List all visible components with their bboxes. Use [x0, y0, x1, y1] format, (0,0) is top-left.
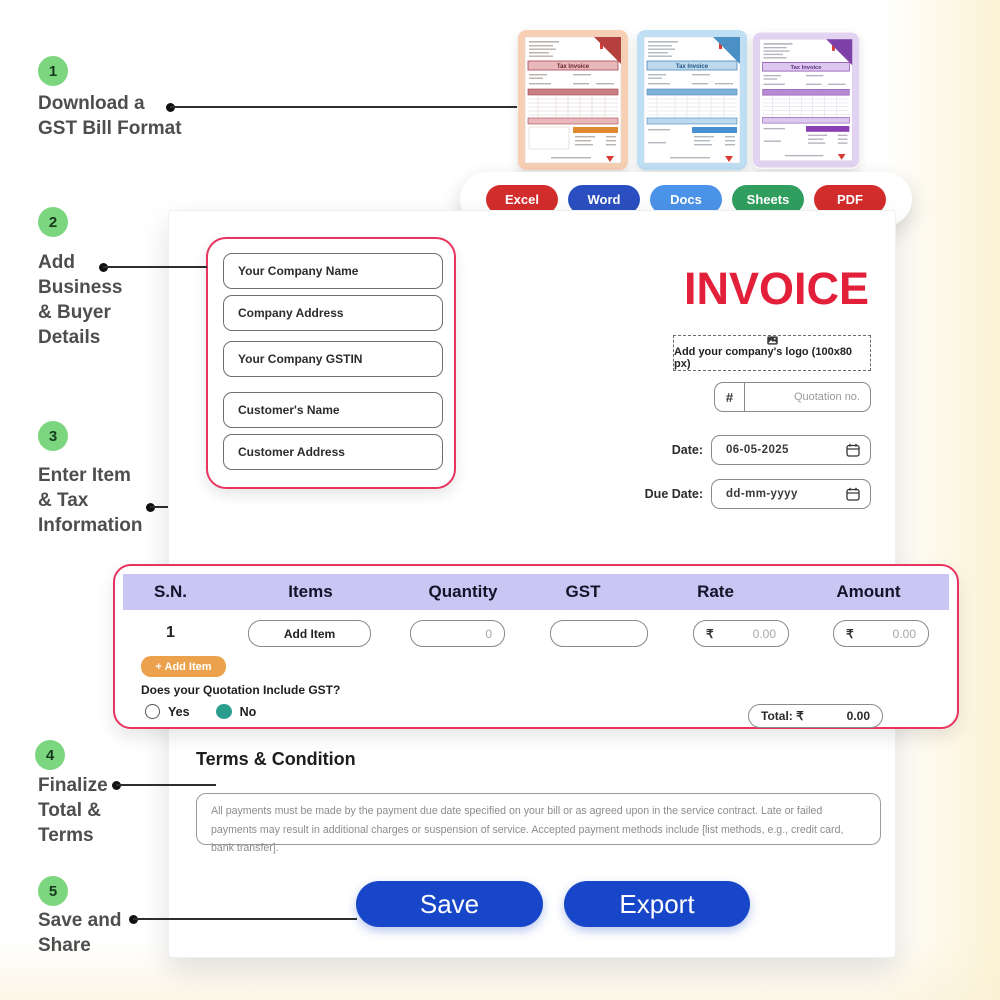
quotation-placeholder: Quotation no.: [793, 391, 860, 403]
gst-radio-group: Yes No: [145, 704, 274, 719]
rupee-icon: ₹: [706, 626, 714, 641]
docs-button[interactable]: Docs: [650, 184, 722, 214]
step-4-label: Finalize Total & Terms: [38, 775, 108, 847]
export-button[interactable]: Export: [564, 881, 750, 927]
hash-icon: #: [715, 383, 745, 411]
gst-input[interactable]: [550, 620, 648, 647]
gst-question-label: Does your Quotation Include GST?: [141, 683, 341, 697]
item-name-input[interactable]: Add Item: [248, 620, 371, 647]
svg-text:Tax Invoice: Tax Invoice: [557, 64, 590, 70]
customer-name-field[interactable]: Customer's Name: [223, 392, 443, 428]
connector-line-2: [103, 266, 207, 268]
amount-input[interactable]: ₹ 0.00: [833, 620, 929, 647]
sheets-button[interactable]: Sheets: [732, 184, 804, 214]
step-3-badge: 3: [38, 421, 68, 451]
logo-upload-label: Add your company's logo (100x80 px): [674, 346, 853, 370]
svg-text:Tax Invoice: Tax Invoice: [791, 65, 823, 71]
date-value: 06-05-2025: [726, 444, 789, 456]
rupee-icon: ₹: [796, 709, 804, 723]
column-sn: S.N.: [153, 582, 188, 601]
radio-no-label[interactable]: No: [239, 704, 257, 719]
column-items: Items: [288, 582, 333, 601]
invoice-form-card: Your Company Name Company Address Your C…: [113, 210, 959, 958]
connector-line-4: [116, 784, 216, 786]
company-address-field[interactable]: Company Address: [223, 295, 443, 331]
quantity-input[interactable]: 0: [410, 620, 505, 647]
total-label: Total:: [761, 709, 793, 723]
column-quantity: Quantity: [428, 582, 498, 601]
company-name-field[interactable]: Your Company Name: [223, 253, 443, 289]
total-box: Total: ₹ 0.00: [748, 704, 883, 728]
step-3-label: Enter Item & Tax Information: [38, 465, 143, 537]
terms-heading: Terms & Condition: [196, 749, 356, 769]
radio-yes[interactable]: [145, 704, 160, 719]
items-table-panel: S.N. Items Quantity GST Rate Amount 1 Ad…: [113, 564, 959, 729]
rupee-icon: ₹: [846, 626, 854, 641]
background-tint-right: [880, 0, 1000, 1000]
date-input[interactable]: 06-05-2025: [711, 435, 871, 465]
radio-no[interactable]: [215, 704, 232, 719]
calendar-icon[interactable]: [846, 487, 860, 501]
due-date-label: Due Date:: [644, 487, 703, 501]
row-serial-number: 1: [166, 624, 175, 641]
save-button[interactable]: Save: [356, 881, 543, 927]
customer-address-field[interactable]: Customer Address: [223, 434, 443, 470]
word-button[interactable]: Word: [568, 184, 640, 214]
svg-text:Tax Invoice: Tax Invoice: [676, 64, 709, 70]
step-1-label: Download a GST Bill Format: [38, 93, 182, 140]
due-date-input[interactable]: dd-mm-yyyy: [711, 479, 871, 509]
connector-line-5: [133, 918, 357, 920]
step-5-badge: 5: [38, 876, 68, 906]
due-date-value: dd-mm-yyyy: [726, 488, 798, 500]
step-2-label: Add Business & Buyer Details: [38, 252, 123, 349]
pdf-button[interactable]: PDF: [814, 184, 886, 214]
column-rate: Rate: [697, 582, 734, 601]
total-value: 0.00: [846, 709, 870, 723]
quotation-number-input[interactable]: # Quotation no.: [714, 382, 871, 412]
column-gst: GST: [565, 582, 601, 601]
template-thumbnail-red[interactable]: Tax Invoice: [518, 30, 628, 170]
add-item-button[interactable]: + Add Item: [141, 656, 226, 677]
logo-upload-box[interactable]: Add your company's logo (100x80 px): [673, 335, 871, 371]
connector-line-1: [170, 106, 517, 108]
company-gstin-field[interactable]: Your Company GSTIN: [223, 341, 443, 377]
step-1-badge: 1: [38, 56, 68, 86]
image-icon: [766, 336, 778, 345]
calendar-icon[interactable]: [846, 443, 860, 457]
rate-input[interactable]: ₹ 0.00: [693, 620, 789, 647]
template-thumbnail-blue[interactable]: Tax Invoice: [637, 30, 747, 170]
template-thumbnail-purple[interactable]: Tax Invoice: [753, 31, 859, 169]
date-label: Date:: [671, 443, 703, 457]
business-buyer-panel: Your Company Name Company Address Your C…: [206, 237, 456, 489]
invoice-heading: INVOICE: [683, 263, 869, 314]
step-4-badge: 4: [35, 740, 65, 770]
rate-placeholder: 0.00: [752, 626, 776, 641]
amount-placeholder: 0.00: [892, 626, 916, 641]
excel-button[interactable]: Excel: [486, 184, 558, 214]
step-5-label: Save and Share: [38, 910, 122, 957]
column-amount: Amount: [836, 582, 901, 601]
items-table-header: S.N. Items Quantity GST Rate Amount: [123, 574, 949, 610]
step-2-badge: 2: [38, 207, 68, 237]
radio-yes-label[interactable]: Yes: [168, 704, 190, 719]
terms-textarea[interactable]: All payments must be made by the payment…: [196, 793, 881, 854]
